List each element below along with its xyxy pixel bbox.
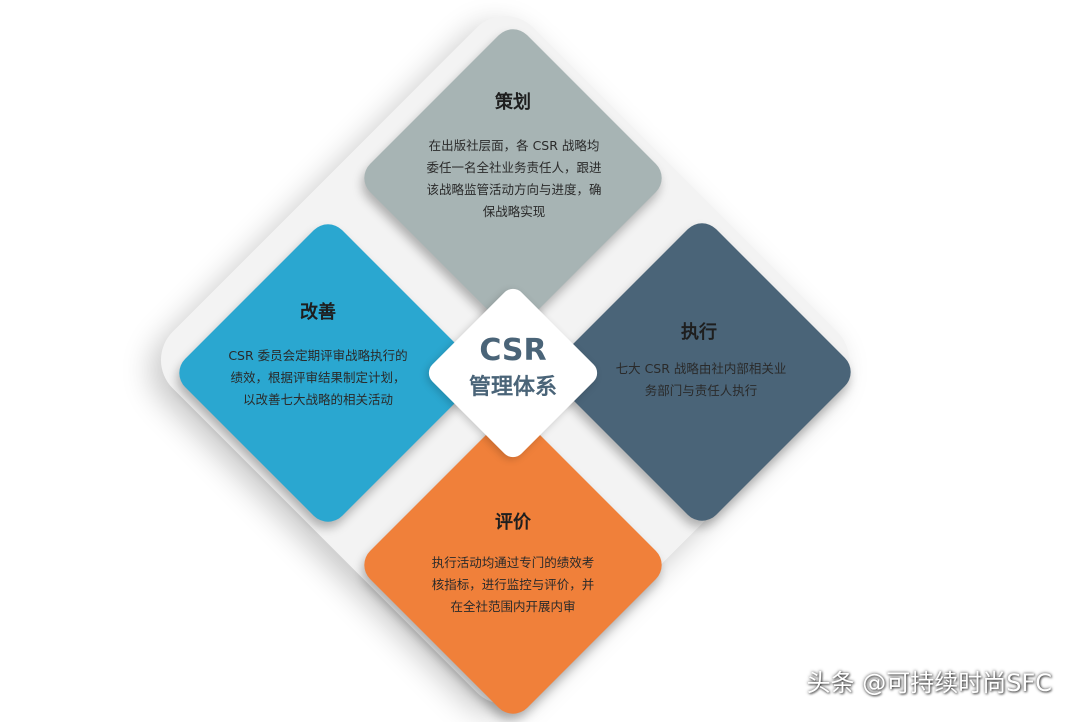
planning-text: 在出版社层面，各 CSR 战略均委任一名全社业务责任人，跟进该战略监管活动方向与… [426, 138, 602, 219]
center-title: CSR [479, 333, 547, 368]
watermark: 头条 @可持续时尚SFC [806, 669, 1052, 697]
planning-title: 策划 [495, 92, 531, 113]
center-subtitle: 管理体系 [468, 375, 557, 400]
execution-title: 执行 [681, 322, 717, 343]
execution-text: 七大 CSR 战略由社内部相关业务部门与责任人执行 [615, 361, 787, 398]
improvement-text: CSR 委员会定期评审战略执行的绩效，根据评审结果制定计划，以改善七大战略的相关… [228, 348, 408, 407]
evaluation-title: 评价 [495, 512, 531, 533]
evaluation-text: 执行活动均通过专门的绩效考核指标，进行监控与评价，并在全社范围内开展内审 [431, 555, 595, 614]
improvement-title: 改善 [300, 302, 336, 323]
